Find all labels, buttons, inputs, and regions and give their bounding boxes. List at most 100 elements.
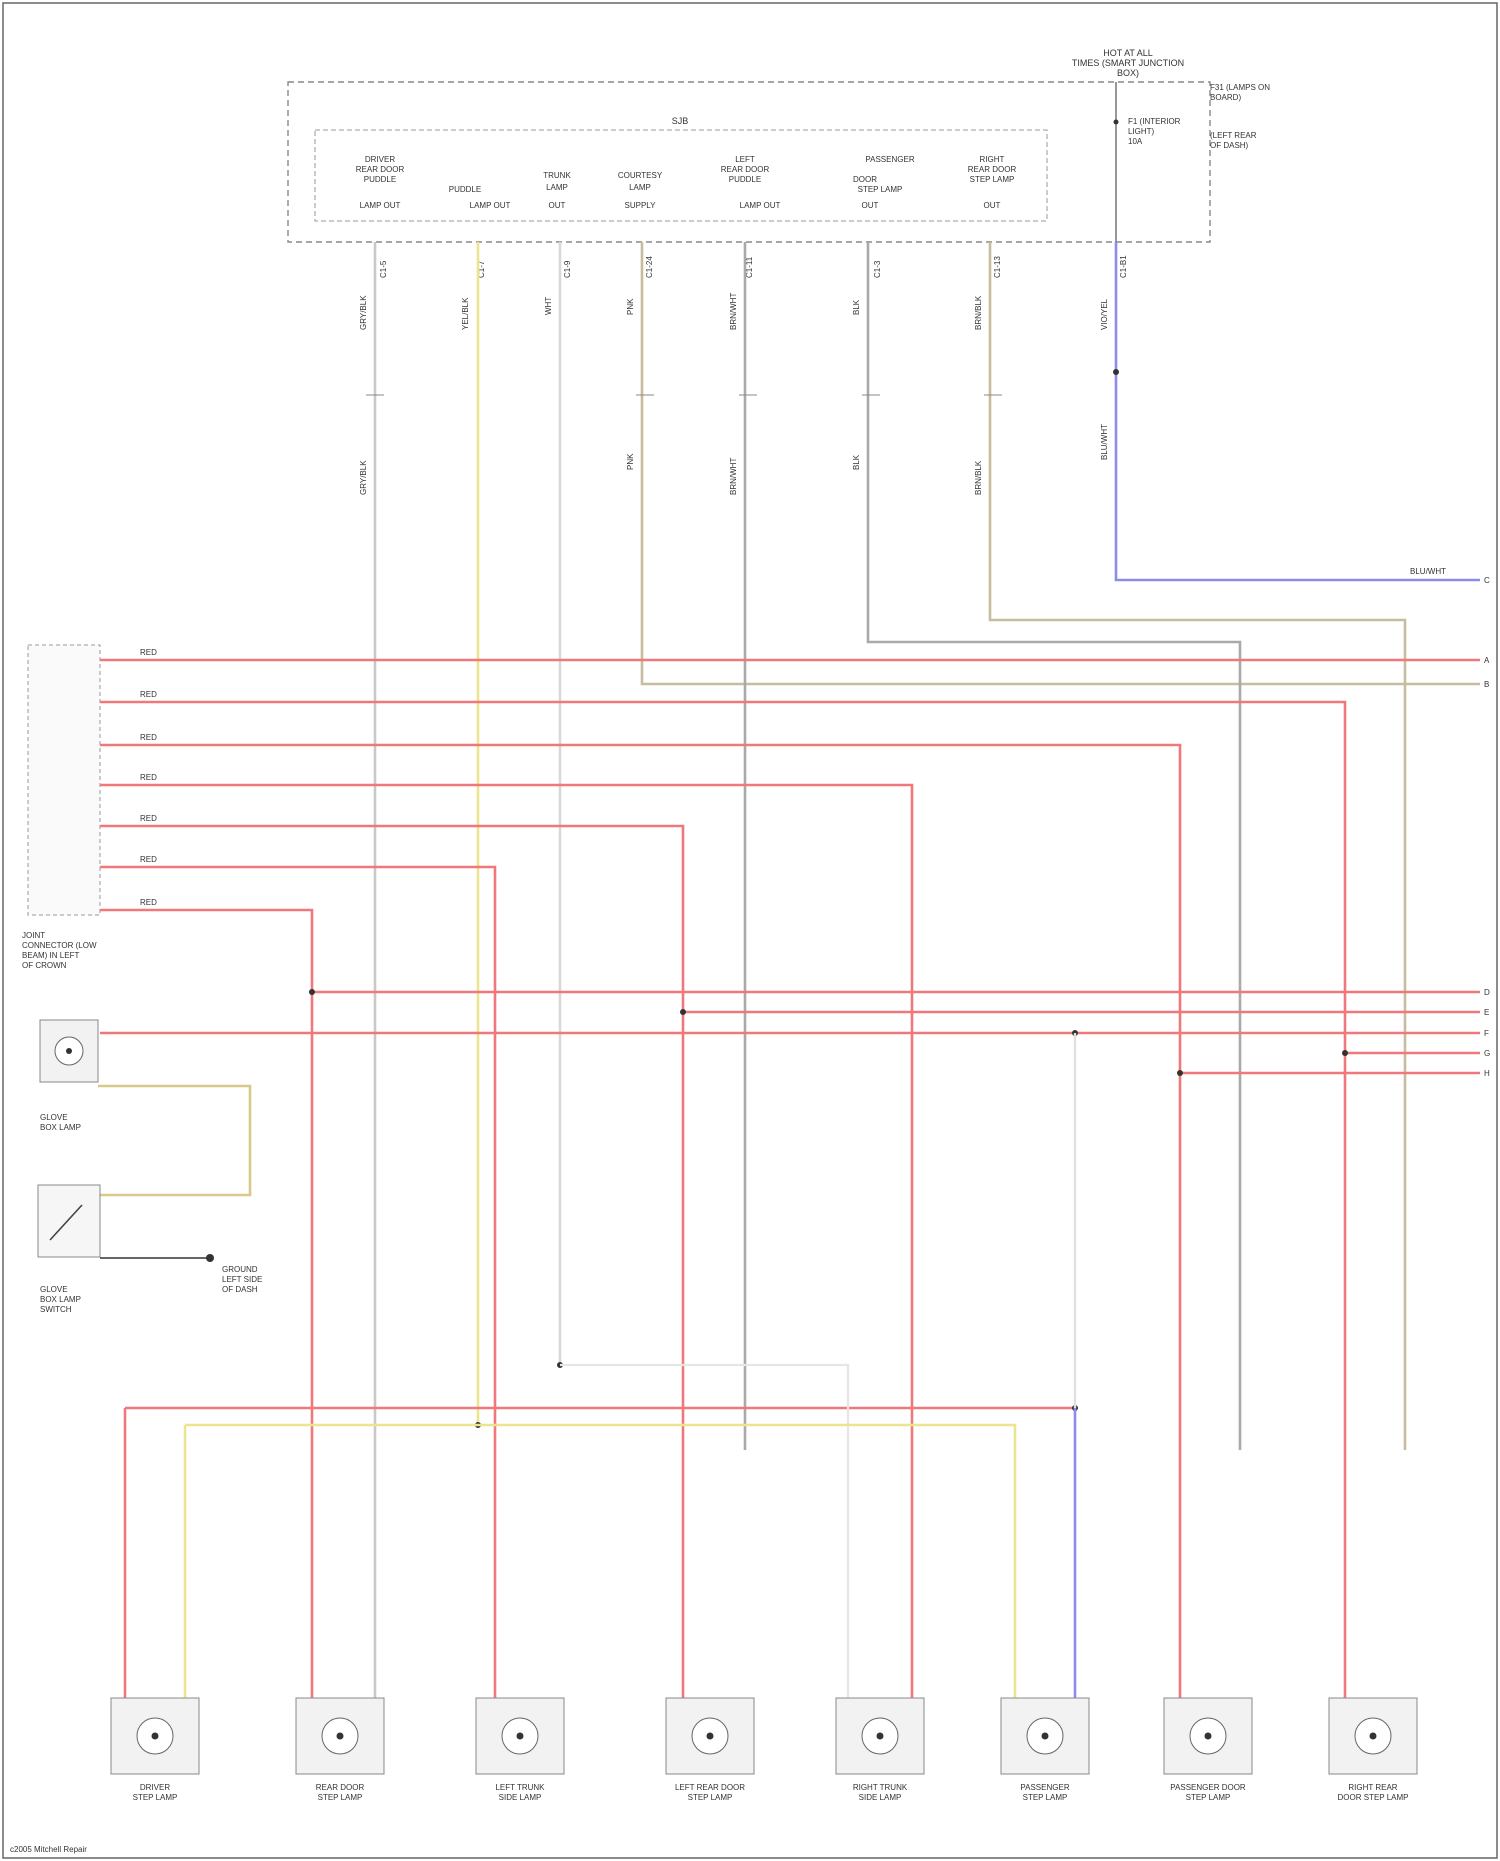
svg-text:D: D [1484,988,1490,997]
svg-text:BEAM) IN LEFT: BEAM) IN LEFT [22,951,79,960]
svg-text:SUPPLY: SUPPLY [625,201,657,210]
power-header-line2: TIMES (SMART JUNCTION [1072,58,1184,68]
svg-text:SWITCH: SWITCH [40,1305,72,1314]
svg-text:C1-11: C1-11 [745,256,754,278]
svg-text:BRN/WHT: BRN/WHT [729,458,738,495]
svg-text:COURTESY: COURTESY [618,171,663,180]
svg-text:C1-13: C1-13 [993,256,1002,278]
svg-text:BRN/BLK: BRN/BLK [974,460,983,495]
power-header-line3: BOX) [1117,68,1139,78]
svg-text:LAMP: LAMP [546,183,568,192]
svg-text:JOINT: JOINT [22,931,45,940]
svg-text:STEP LAMP: STEP LAMP [970,175,1015,184]
lamp-filament [1370,1733,1377,1740]
svg-text:GLOVE: GLOVE [40,1113,68,1122]
lamp-filament [877,1733,884,1740]
svg-text:REAR DOOR: REAR DOOR [968,165,1017,174]
fuse-side-label-2: BOARD) [1210,93,1241,102]
svg-text:GRY/BLK: GRY/BLK [359,295,368,330]
svg-text:BOX LAMP: BOX LAMP [40,1295,81,1304]
lamp-filament [1042,1733,1049,1740]
lamp-name-line1: REAR DOOR [316,1783,365,1792]
lamp-name-line2: STEP LAMP [133,1793,178,1802]
lamp-4: LEFT REAR DOORSTEP LAMP [666,1698,754,1802]
svg-text:PUDDLE: PUDDLE [729,175,761,184]
svg-text:E: E [1484,1008,1489,1017]
svg-text:RED: RED [140,733,157,742]
lamp-name-line1: RIGHT TRUNK [853,1783,908,1792]
svg-text:CONNECTOR (LOW: CONNECTOR (LOW [22,941,97,950]
svg-text:LAMP OUT: LAMP OUT [740,201,781,210]
svg-text:H: H [1484,1069,1490,1078]
fuse-label-3: 10A [1128,137,1143,146]
svg-text:WHT: WHT [544,297,553,315]
lamp-name-line2: STEP LAMP [1186,1793,1231,1802]
svg-text:OUT: OUT [862,201,879,210]
svg-text:C: C [1484,576,1490,585]
lamp-name-line1: PASSENGER DOOR [1170,1783,1246,1792]
svg-text:OF DASH: OF DASH [222,1285,258,1294]
fuse-side-label-4: OF DASH) [1210,141,1249,150]
svg-text:BLK: BLK [852,454,861,470]
svg-text:DOOR: DOOR [853,175,877,184]
lamp-name-line2: DOOR STEP LAMP [1338,1793,1409,1802]
lamp-name-line1: PASSENGER [1020,1783,1069,1792]
svg-text:GROUND: GROUND [222,1265,258,1274]
footer-credit: c2005 Mitchell Repair [10,1845,87,1854]
lamp-filament [517,1733,524,1740]
svg-text:C1-9: C1-9 [563,260,572,278]
svg-text:LAMP OUT: LAMP OUT [470,201,511,210]
lamp-name-line2: STEP LAMP [688,1793,733,1802]
vio-splice [1113,369,1119,375]
svg-text:A: A [1484,656,1490,665]
svg-text:BLU/WHT: BLU/WHT [1100,424,1109,460]
lamp-name-line1: LEFT REAR DOOR [675,1783,745,1792]
lamp-name-line1: LEFT TRUNK [495,1783,545,1792]
svg-text:LAMP OUT: LAMP OUT [360,201,401,210]
svg-text:C1-24: C1-24 [645,256,654,278]
svg-text:RED: RED [140,898,157,907]
svg-text:BLU/WHT: BLU/WHT [1410,567,1446,576]
lamp-name-line1: DRIVER [140,1783,170,1792]
svg-text:PNK: PNK [626,453,635,470]
svg-text:RED: RED [140,773,157,782]
svg-text:PASSENGER: PASSENGER [865,155,914,164]
svg-text:RED: RED [140,690,157,699]
lamp-name-line1: RIGHT REAR [1348,1783,1397,1792]
svg-text:STEP LAMP: STEP LAMP [858,185,903,194]
svg-text:LEFT SIDE: LEFT SIDE [222,1275,262,1284]
svg-text:RED: RED [140,648,157,657]
svg-text:C1-5: C1-5 [379,260,388,278]
svg-text:GLOVE: GLOVE [40,1285,68,1294]
fuse-label-2: LIGHT) [1128,127,1155,136]
svg-text:GRY/BLK: GRY/BLK [359,460,368,495]
lamp-name-line2: STEP LAMP [1023,1793,1068,1802]
fuse-side-label-3: (LEFT REAR [1210,131,1257,140]
lamp-name-line2: STEP LAMP [318,1793,363,1802]
diagram-border [3,3,1497,1858]
svg-text:BRN/WHT: BRN/WHT [729,293,738,330]
svg-text:REAR DOOR: REAR DOOR [721,165,770,174]
svg-text:LAMP: LAMP [629,183,651,192]
sjb-name: SJB [672,116,689,126]
fuse-node [1114,120,1119,125]
svg-text:BLK: BLK [852,299,861,315]
svg-text:DRIVER: DRIVER [365,155,395,164]
svg-text:RED: RED [140,855,157,864]
lamp-filament [152,1733,159,1740]
svg-text:OUT: OUT [984,201,1001,210]
lamp-filament [707,1733,714,1740]
svg-text:PUDDLE: PUDDLE [449,185,481,194]
fuse-label-1: F1 (INTERIOR [1128,117,1181,126]
lamp-filament [1205,1733,1212,1740]
svg-text:OUT: OUT [549,201,566,210]
svg-text:F: F [1484,1029,1489,1038]
svg-text:YEL/BLK: YEL/BLK [461,297,470,330]
fuse-side-label-1: F31 (LAMPS ON [1210,83,1270,92]
svg-text:PNK: PNK [626,298,635,315]
svg-text:C1-3: C1-3 [873,260,882,278]
svg-text:RED: RED [140,814,157,823]
svg-text:TRUNK: TRUNK [543,171,571,180]
